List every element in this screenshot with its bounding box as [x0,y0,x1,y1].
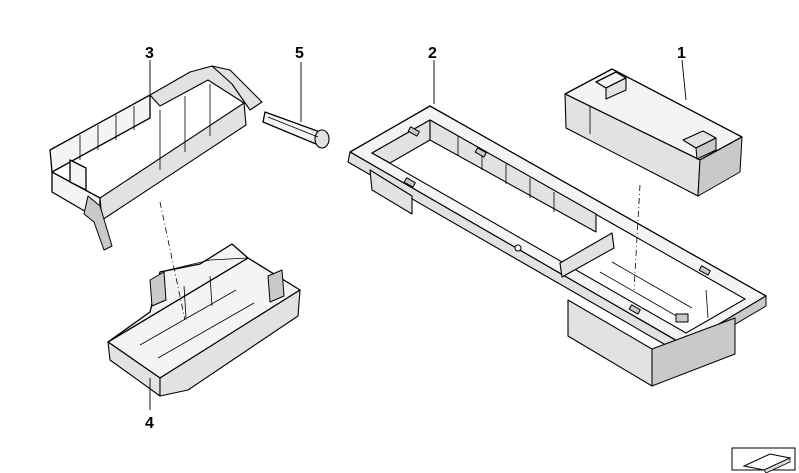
part-4-lower-tray[interactable] [107,243,301,397]
next-arrow-icon[interactable] [731,447,796,473]
assembly-line-1-2 [633,184,641,291]
callout-label-1: 1 [677,45,686,62]
callout-label-4: 4 [145,415,154,432]
callout-label-2: 2 [428,45,437,62]
part-3-holder-frame[interactable] [49,65,263,251]
callout-label-3: 3 [145,45,154,62]
callout-label-5: 5 [295,45,304,62]
leader-1 [681,59,687,101]
part-2-storage-tray[interactable] [347,105,767,387]
part-1-cover-box[interactable] [564,68,743,197]
assembly-line-3-4 [159,201,186,321]
part-5-pin[interactable] [262,111,330,149]
